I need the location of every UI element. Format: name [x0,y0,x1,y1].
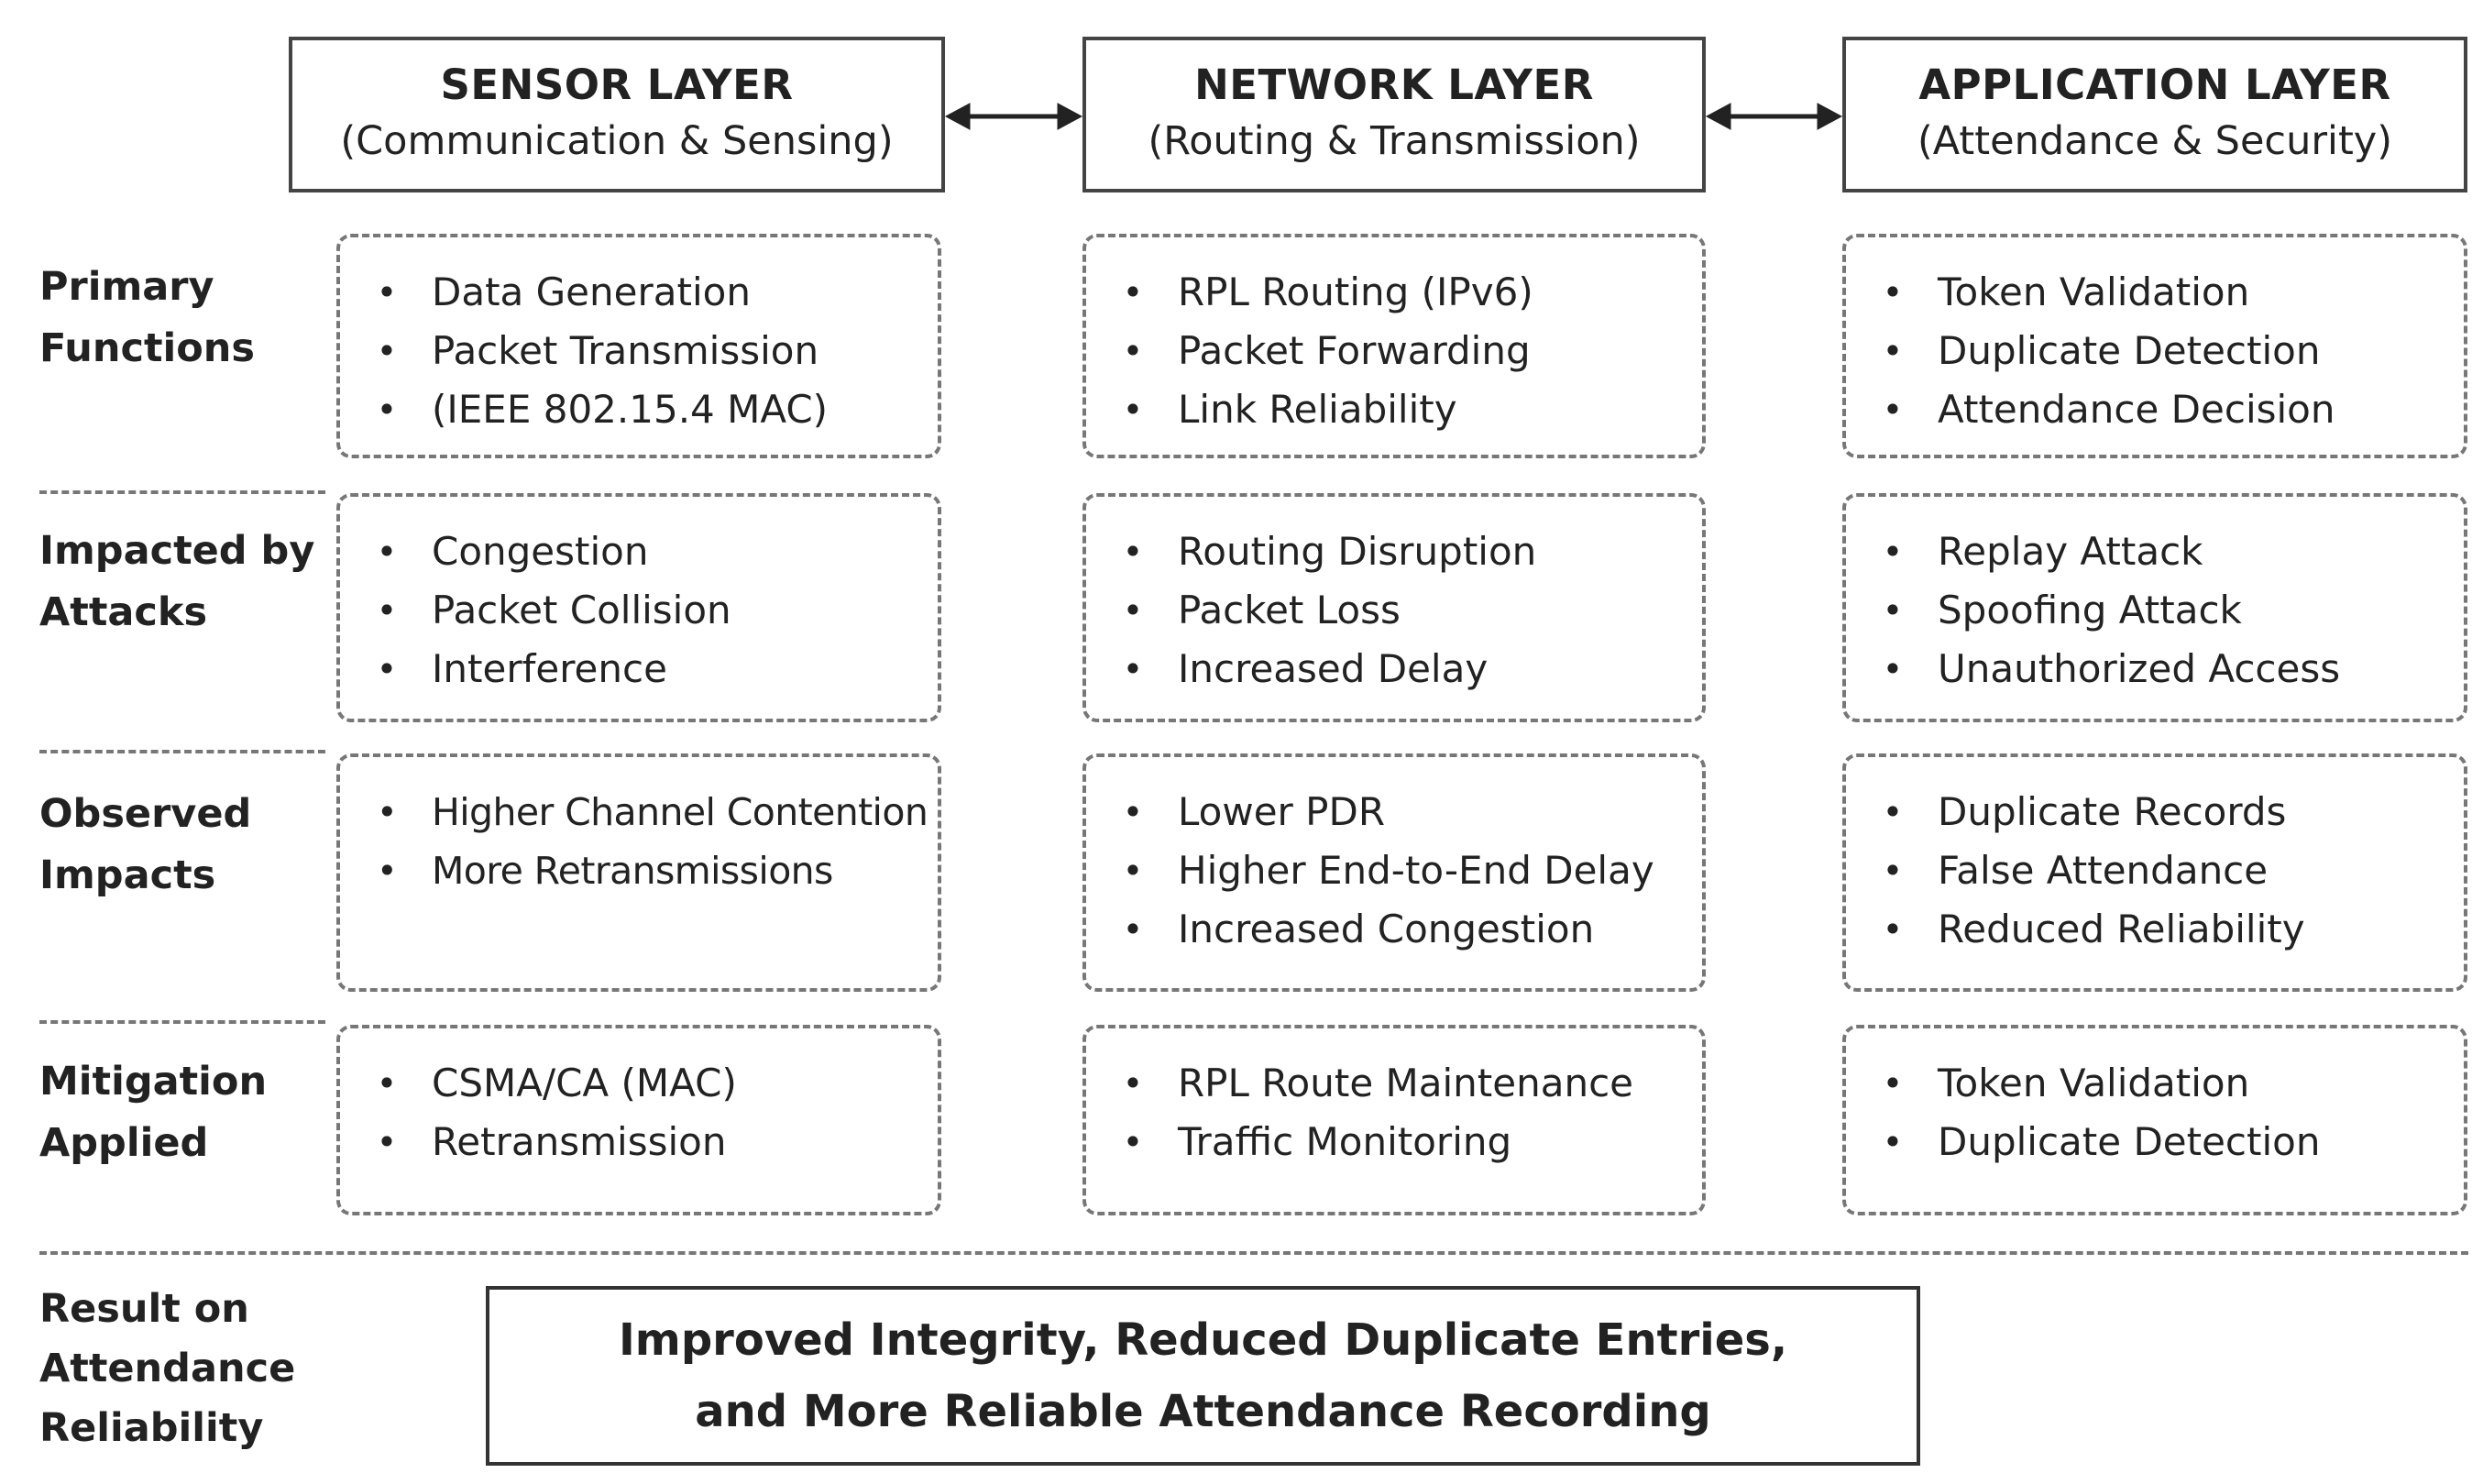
list-item: •Increased Congestion [1122,907,1595,951]
list-item: •False Attendance [1882,848,2269,893]
list-item: •More Retransmissions [377,849,833,893]
list-item: •Spoofing Attack [1882,588,2242,632]
application-impacted-by-attacks-box: •Replay Attack •Spoofing Attack •Unautho… [1842,493,2467,722]
list-item: •Packet Forwarding [1122,328,1531,373]
list-item: •Routing Disruption [1122,529,1537,574]
list-item: •Retransmission [376,1119,727,1164]
result-box: Improved Integrity, Reduced Duplicate En… [486,1286,1920,1466]
application-observed-impacts-box: •Duplicate Records •False Attendance •Re… [1842,753,2467,992]
sensor-impacted-by-attacks-box: •Congestion •Packet Collision •Interfere… [336,493,941,722]
list-item: •Link Reliability [1122,387,1457,432]
network-primary-functions-box: •RPL Routing (IPv6) •Packet Forwarding •… [1082,234,1706,458]
sensor-network-double-arrow [944,103,1083,130]
list-item: •Packet Collision [376,588,731,632]
network-observed-impacts-box: •Lower PDR •Higher End-to-End Delay •Inc… [1082,753,1706,992]
layer-arrows [944,103,1843,130]
network-application-double-arrow [1705,103,1843,130]
layer-title: APPLICATION LAYER [1918,60,2391,109]
list-item: •RPL Routing (IPv6) [1122,269,1533,314]
application-layer-box: APPLICATION LAYER (Attendance & Security… [1842,37,2467,192]
list-item: •(IEEE 802.15.4 MAC) [376,387,829,432]
result-text-line: Improved Integrity, Reduced Duplicate En… [618,1314,1788,1366]
list-item: •Packet Loss [1122,588,1401,632]
layer-subtitle: (Routing & Transmission) [1148,118,1641,164]
result-text-line: and More Reliable Attendance Recording [695,1386,1711,1437]
layer-subtitle: (Attendance & Security) [1917,118,2393,164]
layer-subtitle: (Communication & Sensing) [340,118,894,164]
list-item: •Unauthorized Access [1882,646,2341,691]
row-label-observed-impacts: Observed Impacts [39,791,252,898]
application-primary-functions-box: •Token Validation •Duplicate Detection •… [1842,234,2467,458]
list-item: •Packet Transmission [376,328,819,373]
result-separator [39,1251,2468,1255]
sensor-observed-impacts-box: •Higher Channel Contention •More Retrans… [336,753,941,992]
list-item: •Duplicate Detection [1882,328,2321,373]
list-item: •Higher End-to-End Delay [1122,848,1654,893]
list-item: •Increased Delay [1122,646,1489,691]
network-mitigation-applied-box: •RPL Route Maintenance •Traffic Monitori… [1082,1025,1706,1215]
list-item: •Traffic Monitoring [1122,1119,1512,1164]
list-item: •Duplicate Records [1882,789,2287,834]
row-separator [39,750,325,753]
sensor-layer-box: SENSOR LAYER (Communication & Sensing) [289,37,945,192]
sensor-primary-functions-box: •Data Generation •Packet Transmission •(… [336,234,941,458]
row-label-result: Result on Attendance Reliability [39,1286,296,1451]
list-item: •RPL Route Maintenance [1122,1061,1634,1105]
sensor-mitigation-applied-box: •CSMA/CA (MAC) •Retransmission [336,1025,941,1215]
network-layer-box: NETWORK LAYER (Routing & Transmission) [1082,37,1706,192]
row-separator [39,1020,325,1024]
list-item: •Data Generation [376,269,751,314]
list-item: •Token Validation [1882,1061,2250,1105]
list-item: •CSMA/CA (MAC) [376,1061,737,1105]
layer-title: NETWORK LAYER [1194,60,1594,109]
list-item: •Higher Channel Contention [377,790,928,834]
list-item: •Attendance Decision [1882,387,2335,432]
list-item: •Token Validation [1882,269,2250,314]
network-impacted-by-attacks-box: •Routing Disruption •Packet Loss •Increa… [1082,493,1706,722]
list-item: •Congestion [376,529,649,574]
list-item: •Interference [376,646,667,691]
row-label-impacted-by-attacks: Impacted by Attacks [39,528,315,635]
row-separator [39,490,325,494]
application-mitigation-applied-box: •Token Validation •Duplicate Detection [1842,1025,2467,1215]
list-item: •Reduced Reliability [1882,907,2305,951]
row-label-mitigation-applied: Mitigation Applied [39,1059,268,1166]
layer-title: SENSOR LAYER [440,60,794,109]
list-item: •Lower PDR [1122,789,1386,834]
row-label-primary-functions: Primary Functions [39,264,255,371]
list-item: •Replay Attack [1882,529,2203,574]
list-item: •Duplicate Detection [1882,1119,2321,1164]
